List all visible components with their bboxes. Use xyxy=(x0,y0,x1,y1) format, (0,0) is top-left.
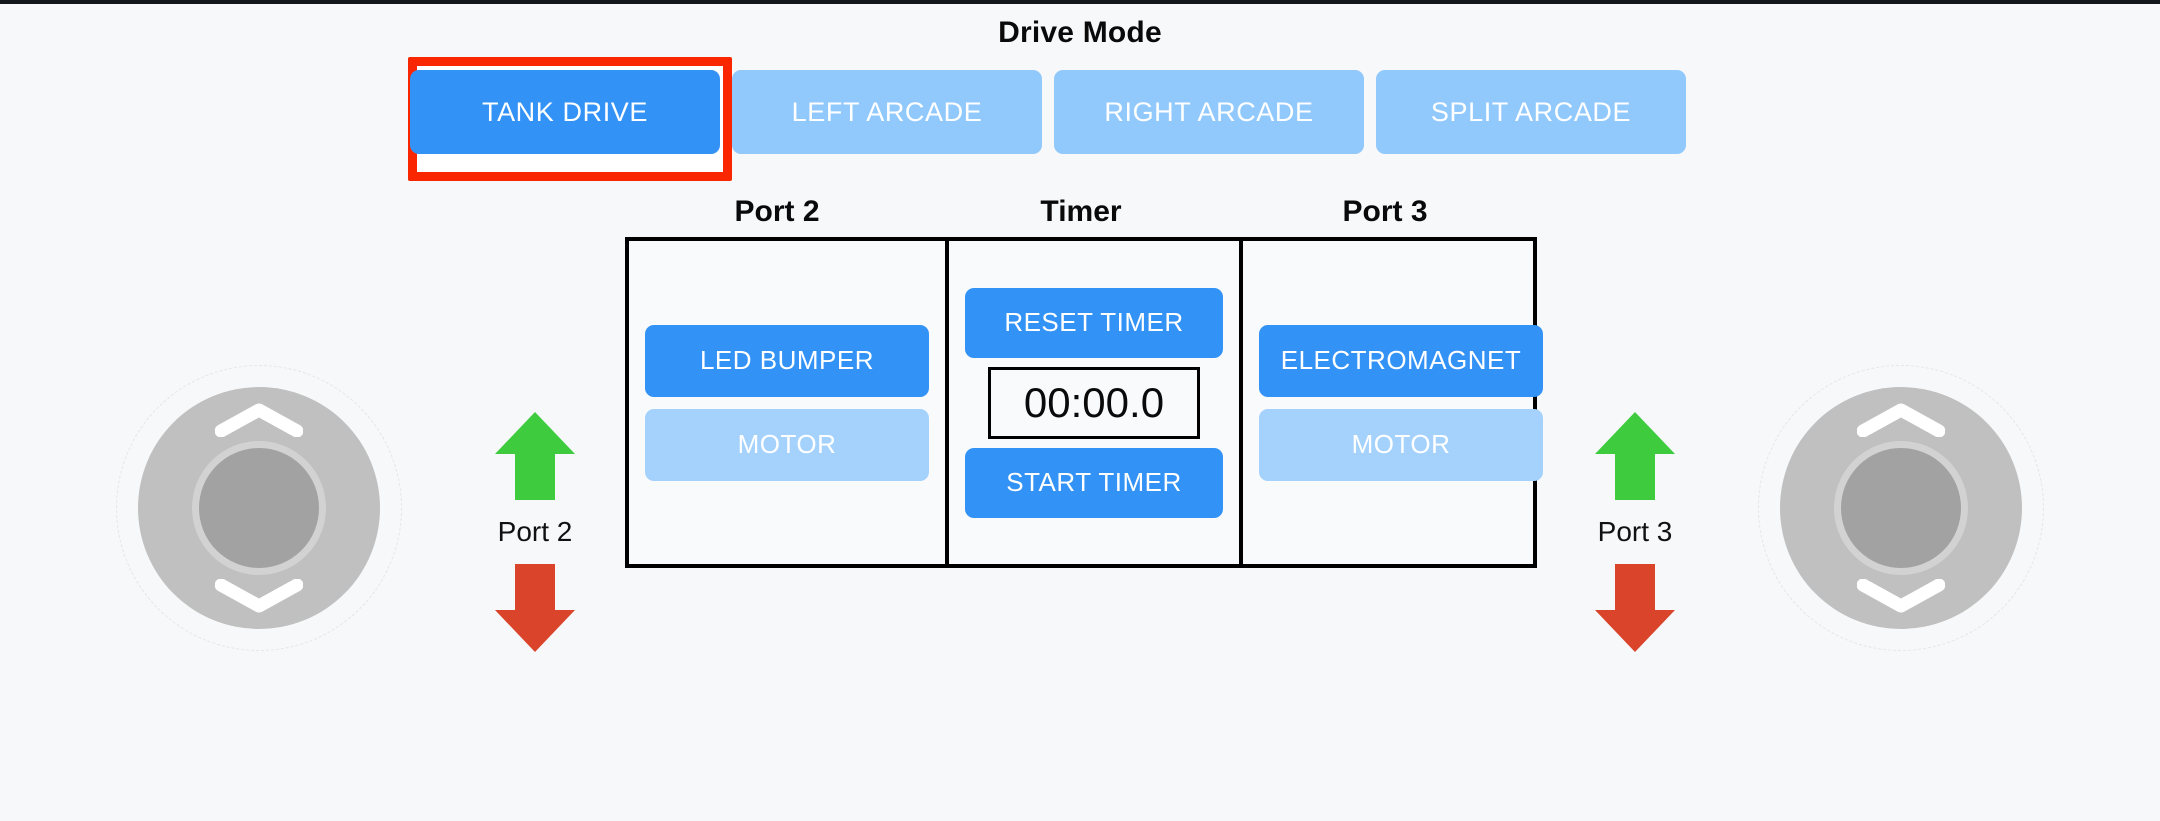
right-joystick[interactable] xyxy=(1758,365,2044,651)
port3-motor-button[interactable]: MOTOR xyxy=(1259,408,1543,481)
left-joystick[interactable] xyxy=(116,365,402,651)
electromagnet-button[interactable]: ELECTROMAGNET xyxy=(1259,324,1543,397)
port2-column: LED BUMPER MOTOR xyxy=(629,241,945,564)
arrow-down-icon[interactable] xyxy=(1593,562,1677,654)
control-panel: LED BUMPER MOTOR RESET TIMER 00:00.0 STA… xyxy=(625,237,1543,568)
port3-indicator-group: Port 3 xyxy=(1560,410,1710,654)
arrow-up-icon[interactable] xyxy=(493,410,577,502)
panel-header-port2: Port 2 xyxy=(734,195,820,228)
chevron-down-icon xyxy=(1857,579,1945,613)
drive-mode-split-arcade-button[interactable]: SPLIT ARCADE xyxy=(1376,70,1686,154)
port2-indicator-group: Port 2 xyxy=(460,410,610,654)
panel-header-row: Port 2 Timer Port 3 xyxy=(625,195,1537,229)
drive-mode-button-row: TANK DRIVE LEFT ARCADE RIGHT ARCADE SPLI… xyxy=(410,70,1686,154)
chevron-down-icon xyxy=(215,579,303,613)
window-top-edge xyxy=(0,0,2160,4)
right-joystick-knob[interactable] xyxy=(1834,441,1968,575)
led-bumper-button[interactable]: LED BUMPER xyxy=(645,324,929,397)
chevron-up-icon xyxy=(1857,403,1945,437)
timer-column: RESET TIMER 00:00.0 START TIMER xyxy=(945,241,1243,564)
chevron-up-icon xyxy=(215,403,303,437)
timer-display: 00:00.0 xyxy=(988,366,1200,439)
panel-header-timer: Timer xyxy=(1040,195,1122,228)
arrow-up-icon[interactable] xyxy=(1593,410,1677,502)
reset-timer-button[interactable]: RESET TIMER xyxy=(965,287,1223,358)
right-joystick-halo xyxy=(1758,365,2044,651)
left-joystick-knob[interactable] xyxy=(192,441,326,575)
drive-mode-tank-drive-button[interactable]: TANK DRIVE xyxy=(410,70,720,154)
start-timer-button[interactable]: START TIMER xyxy=(965,447,1223,518)
port2-indicator-label: Port 2 xyxy=(497,516,573,547)
drive-mode-left-arcade-button[interactable]: LEFT ARCADE xyxy=(732,70,1042,154)
arrow-down-icon[interactable] xyxy=(493,562,577,654)
port2-motor-button[interactable]: MOTOR xyxy=(645,408,929,481)
panel-header-port3: Port 3 xyxy=(1342,195,1428,228)
drive-mode-right-arcade-button[interactable]: RIGHT ARCADE xyxy=(1054,70,1364,154)
left-joystick-halo xyxy=(116,365,402,651)
port3-indicator-label: Port 3 xyxy=(1597,516,1673,547)
port3-column: ELECTROMAGNET MOTOR xyxy=(1243,241,1559,564)
drive-mode-title: Drive Mode xyxy=(998,16,1162,49)
